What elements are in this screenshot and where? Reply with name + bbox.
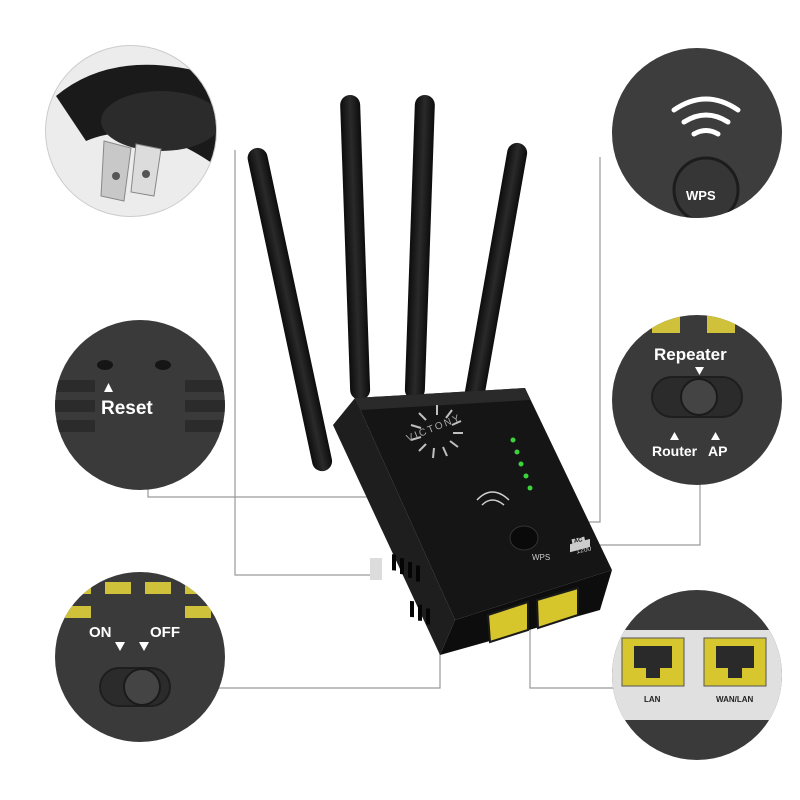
- antenna-right: [460, 142, 528, 429]
- power-plug-icon: [56, 64, 216, 202]
- wps-callout-label: WPS: [686, 188, 716, 203]
- line-ports: [529, 612, 622, 689]
- callout-wps: WPS: [612, 48, 782, 218]
- repeater-label: Repeater: [654, 345, 727, 364]
- wps-button: [509, 525, 539, 551]
- router-label: Router: [652, 443, 698, 459]
- ap-label: AP: [708, 443, 728, 459]
- callout-power-switch: ON OFF: [55, 572, 225, 742]
- ethernet-port-wan: [535, 586, 579, 630]
- callout-mode-switch: Repeater Router AP: [612, 315, 782, 485]
- lan-port-label: LAN: [644, 695, 661, 704]
- antenna-mid-right: [404, 94, 435, 400]
- status-leds: [510, 437, 533, 491]
- callout-power-plug: [45, 45, 217, 217]
- reset-hole-right: [155, 360, 171, 370]
- reset-hole-left: [97, 360, 113, 370]
- lan-port-icon: [621, 637, 685, 687]
- ethernet-port-lan: [486, 600, 529, 644]
- wan-port-label: WAN/LAN: [716, 695, 754, 704]
- reset-label: Reset: [101, 398, 153, 419]
- on-arrow-icon: [115, 642, 125, 651]
- line-plug: [234, 150, 378, 576]
- repeater-arrow-icon: [695, 367, 704, 375]
- ap-arrow-icon: [711, 432, 720, 440]
- off-arrow-icon: [139, 642, 149, 651]
- wan-port-icon: [703, 637, 767, 687]
- on-label: ON: [89, 624, 112, 641]
- mode-slider-knob: [680, 378, 718, 416]
- router-arrow-icon: [670, 432, 679, 440]
- antenna-mid-left: [340, 94, 371, 400]
- device-wps-label: WPS: [532, 553, 551, 562]
- brand-logo-icon: [410, 405, 463, 459]
- callout-reset: Reset: [55, 320, 225, 490]
- wifi-signal-icon: [671, 96, 741, 137]
- line-mode: [580, 470, 701, 546]
- reset-arrow-icon: [104, 383, 113, 392]
- antenna-left: [247, 147, 333, 472]
- callout-ethernet-ports: LAN WAN/LAN: [612, 590, 782, 760]
- power-slider-knob: [123, 668, 161, 706]
- wps-button-large: [672, 156, 740, 218]
- wps-wifi-icon: [476, 491, 510, 506]
- off-label: OFF: [150, 624, 180, 641]
